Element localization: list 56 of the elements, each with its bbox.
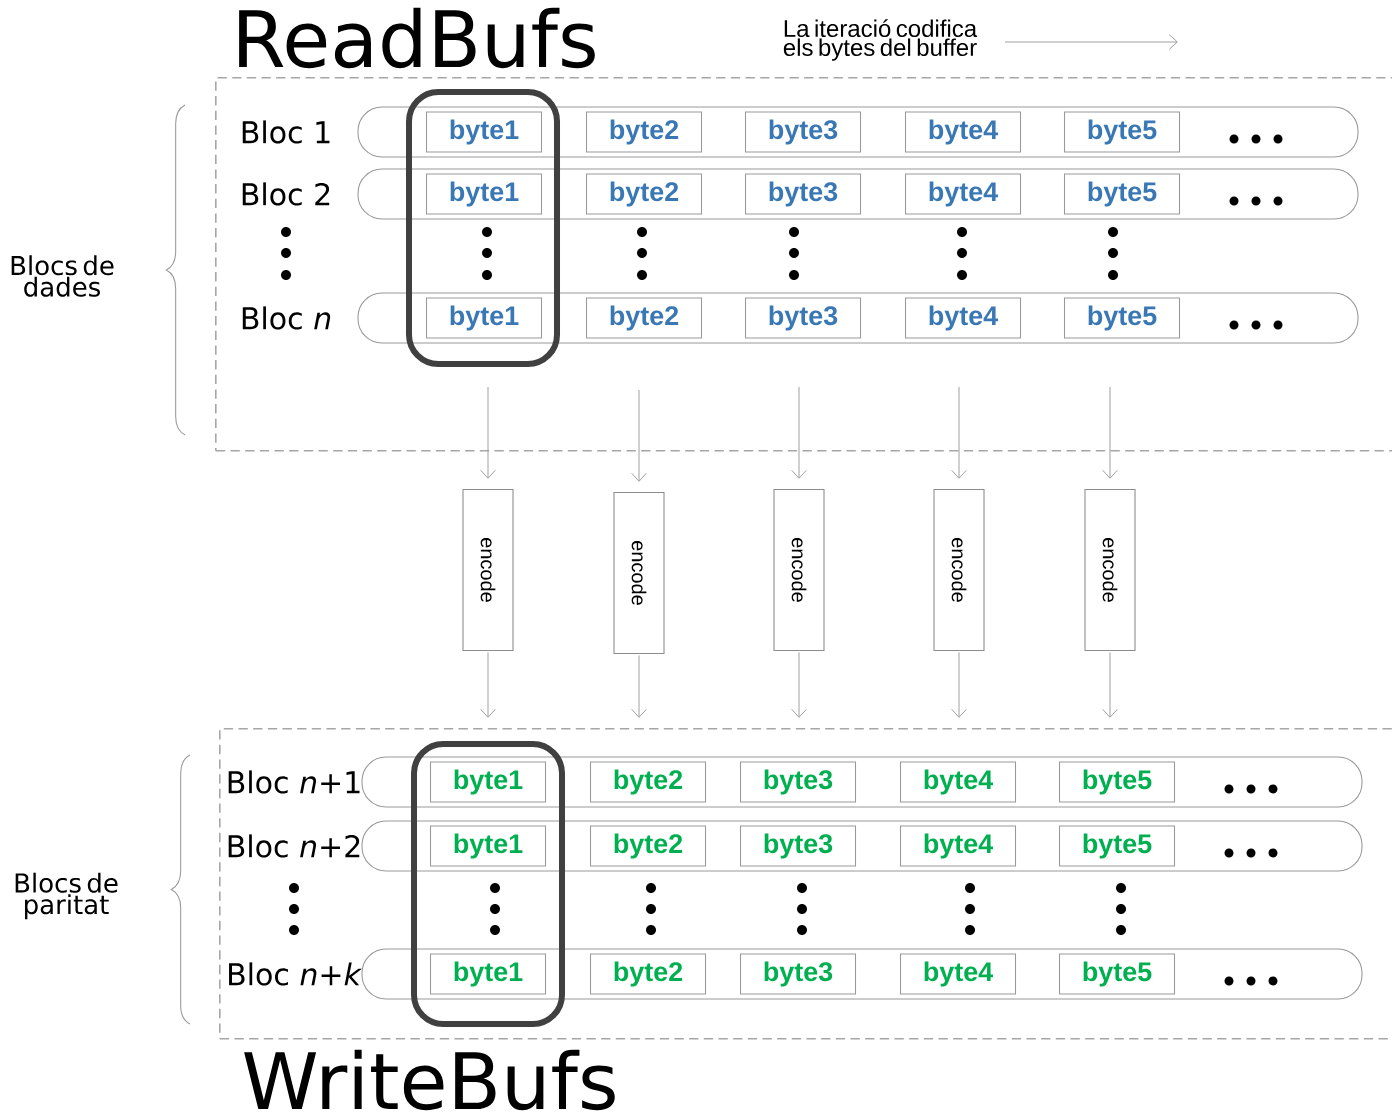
node-label: Bloc n+2: [228, 834, 360, 858]
arrow: [1102, 386, 1118, 479]
byte-box: byte1: [425, 111, 543, 153]
byte-box: byte2: [589, 953, 707, 995]
node-label: Bloc n: [242, 306, 331, 330]
byte-box: byte3: [744, 111, 862, 153]
byte-box: byte3: [744, 297, 862, 339]
node-label: WriteBufs: [244, 1049, 615, 1111]
arrow: [631, 654, 647, 718]
byte-box: byte4: [904, 111, 1022, 153]
arrow: [951, 386, 967, 479]
byte-box: byte4: [904, 297, 1022, 339]
arrow: [791, 386, 807, 479]
byte-box: byte4: [899, 761, 1017, 803]
byte-box: byte5: [1058, 761, 1176, 803]
byte-box: byte3: [739, 761, 857, 803]
byte-box: byte2: [585, 111, 703, 153]
byte-box: byte5: [1063, 173, 1181, 215]
byte-box: byte1: [425, 173, 543, 215]
byte-box: byte2: [589, 825, 707, 867]
byte-box: byte4: [899, 953, 1017, 995]
note-text: La iteració codifica els bytes del buffer: [783, 19, 978, 61]
byte-box: byte3: [739, 953, 857, 995]
byte-box: byte2: [589, 761, 707, 803]
encode-box: encode: [462, 488, 514, 652]
byte-box: byte5: [1063, 111, 1181, 153]
byte-box: byte2: [585, 297, 703, 339]
group-label: Blocs de paritat: [15, 872, 118, 920]
byte-box: byte1: [429, 953, 547, 995]
arrow: [480, 386, 496, 479]
node-label: Bloc 1: [242, 120, 330, 144]
byte-box: byte4: [904, 173, 1022, 215]
node-label: Bloc 2: [242, 182, 330, 206]
node-label: Bloc n+1: [228, 770, 360, 794]
encode-box: encode: [613, 491, 665, 655]
arrow: [480, 651, 496, 718]
byte-box: byte2: [585, 173, 703, 215]
byte-box: byte1: [429, 761, 547, 803]
group-label: Blocs de dades: [11, 255, 114, 297]
encode-box: encode: [933, 488, 985, 652]
byte-box: byte4: [899, 825, 1017, 867]
node-label: ReadBufs: [239, 7, 595, 69]
arrow: [1102, 651, 1118, 718]
encode-box: encode: [773, 488, 825, 652]
byte-box: byte5: [1058, 825, 1176, 867]
byte-box: byte3: [744, 173, 862, 215]
node-label: Bloc n+k: [229, 962, 362, 986]
arrow: [791, 651, 807, 718]
byte-box: byte5: [1058, 953, 1176, 995]
byte-box: byte3: [739, 825, 857, 867]
byte-box: byte1: [425, 297, 543, 339]
byte-box: byte1: [429, 825, 547, 867]
arrow: [951, 651, 967, 718]
arrow: [631, 389, 647, 482]
encode-box: encode: [1084, 488, 1136, 652]
byte-box: byte5: [1063, 297, 1181, 339]
